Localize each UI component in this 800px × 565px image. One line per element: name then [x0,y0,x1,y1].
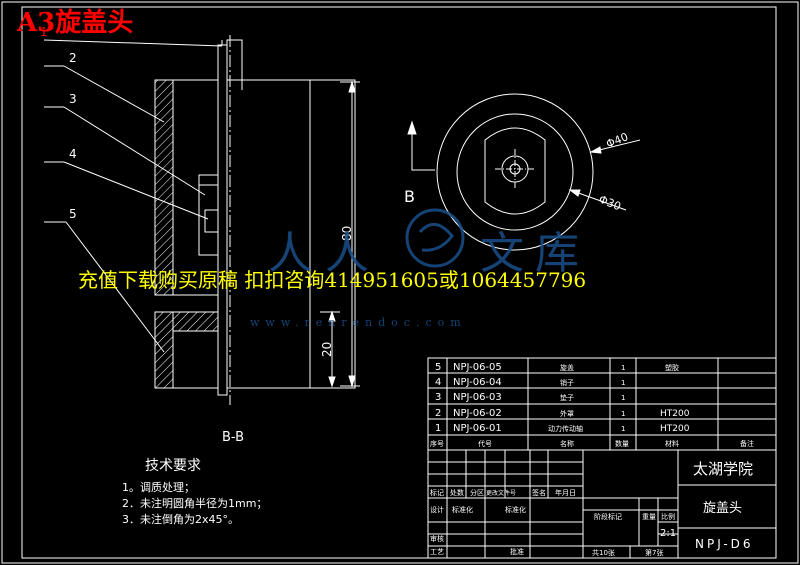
watermark-char-3: 文 [480,228,524,279]
leader-2 [63,65,165,123]
tb-sheet-no: 第7张 [645,548,663,557]
inner-frame [21,6,777,559]
tb-part-name: 旋盖头 [703,501,742,516]
bom-row-2-code: NPJ-06-02 [453,408,502,419]
bom-header-qty: 数量 [615,439,629,448]
tb-date: 年月日 [555,488,576,497]
leader-label-1: 1 [40,25,48,39]
housing-wall-upper [154,79,174,296]
watermark-char-2: 人 [268,228,312,279]
bom-row-5-code: NPJ-06-05 [453,362,502,373]
tb-sheets-total: 共10张 [592,548,615,557]
tb-standardize: 标准化 [452,505,473,514]
tb-standardize-2: 标准化 [505,505,526,514]
inner-circle [456,113,574,231]
bom-row-3-code: NPJ-06-03 [453,392,502,403]
bom-row-4-name: 销子 [560,378,574,387]
bom-row-1-material: HT200 [660,424,690,434]
watermark-char-1: 人 [325,228,369,279]
bom-header-remark: 备注 [740,439,754,448]
tb-drawing-no: NPJ-D6 [695,537,754,551]
tb-school: 太湖学院 [693,460,753,478]
tb-design: 设计 [430,505,444,514]
bom-row-1-code: NPJ-06-01 [453,423,502,434]
bom-row-1-name: 动力传动轴 [548,424,583,433]
sheet-title: A3旋盖头 [17,8,134,38]
tb-process: 工艺 [430,548,444,556]
tb-count: 处数 [450,488,464,497]
tech-req-item-2: 2．未注明圆角半径为1mm； [122,496,267,510]
bom-row-3-qty: 1 [621,394,625,402]
dim-30-text: Φ30 [597,193,623,214]
bom-row-3-no: 3 [435,392,441,403]
section-caption: B-B [222,430,244,445]
leader-label-3: 3 [69,92,77,106]
tb-change-doc: 更改文件号 [486,489,516,497]
housing-base-lower [154,311,174,389]
body-right [226,79,356,389]
title-block [427,449,777,559]
tb-ratio: 比例 [661,512,675,521]
bom-row-2-no: 2 [435,408,441,419]
bom-row-2-material: HT200 [660,409,690,419]
end-view [407,93,641,251]
tech-req-item-1: 1。调质处理； [122,481,195,494]
bom-header-no: 序号 [430,439,444,448]
bom-row-4-qty: 1 [621,379,625,387]
pin-part [204,209,219,233]
tb-mark: 标记 [430,488,444,497]
leader-label-4: 4 [69,147,77,161]
dim-20-text: 20 [320,342,334,357]
leader-3 [63,106,206,196]
bom-header-material: 材料 [665,439,679,448]
bom-row-4-no: 4 [435,377,441,388]
bom-row-5-no: 5 [435,362,441,373]
leader-label-5: 5 [69,207,77,221]
tb-approve: 批准 [510,547,524,556]
bom-row-4-code: NPJ-06-04 [453,377,502,388]
shaft [217,44,228,396]
ad-banner-text: 充值下载购买原稿 扣扣咨询414951605或1064457796 [78,268,587,292]
watermark-url: www.renrendoc.com [250,316,467,329]
view-label-b: B [404,187,415,206]
bom-row-5-material: 塑胶 [665,363,679,372]
tb-scale: 2:1 [660,528,676,539]
bom-row-3-name: 垫子 [560,393,574,402]
tb-review: 审核 [430,534,444,543]
bom-header-name: 名称 [560,439,574,448]
watermark-logo [405,208,465,268]
leader-1 [43,39,223,47]
dim-80-text: 80 [340,226,354,241]
dim-40-text: Φ40 [604,130,630,151]
housing-base-band [172,311,219,332]
section-view [43,35,360,405]
bom-row-5-name: 旋盖 [560,363,574,372]
bom-row-1-no: 1 [435,423,441,434]
leader-5 [65,221,165,353]
tech-req-title: 技术要求 [145,458,201,474]
bom-row-2-name: 外罩 [560,409,574,418]
shaft-top-boss [226,39,243,81]
bom-header-code: 代号 [478,439,492,448]
tb-zone: 分区 [470,488,484,497]
tech-req-item-3: 3．未注倒角为2x45°。 [122,512,239,526]
slot-profile [484,127,546,215]
tb-weight: 重量 [642,513,656,521]
leader-4 [63,161,209,220]
watermark-char-4: 库 [535,228,579,279]
pad-part [198,174,219,256]
bom-row-1-qty: 1 [621,425,625,433]
bom-row-2-qty: 1 [621,410,625,418]
outer-circle [436,93,594,251]
view-arrow [411,128,435,171]
tb-stage-mark: 阶段标记 [594,512,622,521]
tb-sign: 签名 [532,488,546,497]
bom-row-5-qty: 1 [621,364,625,372]
leader-label-2: 2 [69,51,77,65]
